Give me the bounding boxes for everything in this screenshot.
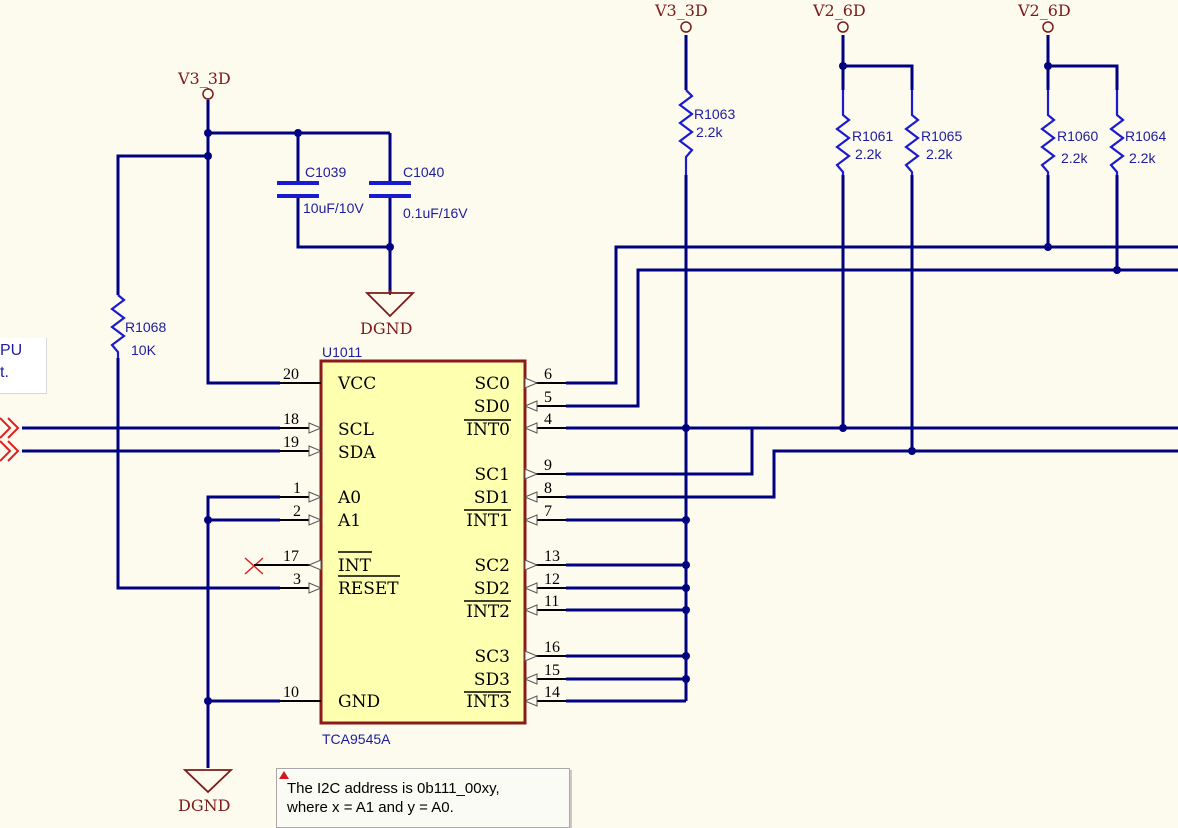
pin-number-int3: 14 xyxy=(544,684,560,701)
power-label-v33-left: V3_3D xyxy=(177,69,231,88)
ic-right-pin-names: SC0 SD0 INT0 SC1 SD1 INT1 SC2 SD2 INT2 S… xyxy=(464,374,511,712)
resistor-r1065-ref: R1065 xyxy=(921,128,962,144)
power-label-v33-right: V3_3D xyxy=(654,1,708,20)
capacitor-c1040-ref: C1040 xyxy=(403,164,444,180)
pin-number-int0: 4 xyxy=(544,411,552,428)
ic-part: TCA9545A xyxy=(322,731,391,747)
pin-name-vcc: VCC xyxy=(337,374,376,394)
resistor-r1063: R1063 2.2k xyxy=(678,89,735,175)
pin-name-sd1: SD1 xyxy=(474,488,510,508)
resistor-r1060-ref: R1060 xyxy=(1057,128,1098,144)
pin-number-sc2: 13 xyxy=(544,548,560,565)
pin-name-a0: A0 xyxy=(337,488,361,508)
pin-name-sc3: SC3 xyxy=(475,647,510,667)
pin-name-reset: RESET xyxy=(338,579,399,599)
resistor-r1068-ref: R1068 xyxy=(125,319,166,335)
resistor-r1063-ref: R1063 xyxy=(694,106,735,122)
power-label-v26-b: V2_6D xyxy=(1017,1,1071,20)
resistor-r1060-value: 2.2k xyxy=(1061,150,1088,166)
resistor-r1064-value: 2.2k xyxy=(1129,150,1156,166)
pin-number-scl: 18 xyxy=(283,411,299,428)
pin-name-int3: INT3 xyxy=(466,692,510,712)
pin-number-sd0: 5 xyxy=(544,389,552,406)
pin-name-int0: INT0 xyxy=(466,420,510,440)
ground-symbol-top: DGND xyxy=(360,290,416,338)
ic-body xyxy=(319,359,527,725)
pin-name-sda: SDA xyxy=(338,443,376,463)
pin-number-sd1: 8 xyxy=(544,480,552,497)
pin-number-int1: 7 xyxy=(544,503,552,520)
design-note: The I2C address is 0b111_00xy, where x =… xyxy=(276,768,570,828)
junctions xyxy=(204,62,1121,705)
resistor-r1064-ref: R1064 xyxy=(1125,128,1166,144)
resistor-r1063-value: 2.2k xyxy=(696,124,723,140)
ic-left-pin-numbers: 20 18 19 1 2 17 3 10 xyxy=(283,366,301,701)
pin-name-int: INT xyxy=(338,556,372,576)
power-v26-a: V2_6D xyxy=(812,1,866,33)
offpage-connector-arrows xyxy=(0,417,20,462)
pin-number-gnd: 10 xyxy=(283,684,299,701)
pin-name-sd0: SD0 xyxy=(474,397,510,417)
ground-label-top: DGND xyxy=(360,319,412,338)
pin-number-sc1: 9 xyxy=(544,457,552,474)
ic-left-pin-names: VCC SCL SDA A0 A1 INT RESET GND xyxy=(337,374,400,712)
resistor-r1061-value: 2.2k xyxy=(855,146,882,162)
resistor-r1068: R1068 10K xyxy=(110,294,166,358)
capacitor-c1040: C1040 0.1uF/16V xyxy=(369,164,468,221)
pin-number-int: 17 xyxy=(283,548,299,565)
resistor-r1065: R1065 2.2k xyxy=(904,90,962,175)
pin-number-sda: 19 xyxy=(283,434,299,451)
no-connect-marker xyxy=(244,557,280,575)
ground-label-bottom: DGND xyxy=(178,796,230,815)
note-line2: where x = A1 and y = A0. xyxy=(287,799,454,816)
pin-name-scl: SCL xyxy=(338,420,374,440)
capacitor-c1039-ref: C1039 xyxy=(305,164,346,180)
pin-name-sd3: SD3 xyxy=(474,670,510,690)
pin-name-gnd: GND xyxy=(338,692,380,712)
resistor-r1061: R1061 2.2k xyxy=(835,90,893,175)
power-label-v26-a: V2_6D xyxy=(812,1,866,20)
resistor-r1068-value: 10K xyxy=(131,342,157,358)
pin-name-int1: INT1 xyxy=(466,511,510,531)
ic-ref: U1011 xyxy=(322,344,362,360)
pin-number-a1: 2 xyxy=(293,503,301,520)
capacitor-c1039-value: 10uF/10V xyxy=(303,200,364,216)
pin-name-int2: INT2 xyxy=(466,602,510,622)
ic-u1011: U1011 TCA9545A xyxy=(280,344,566,747)
resistor-r1061-ref: R1061 xyxy=(852,128,893,144)
capacitor-c1040-value: 0.1uF/16V xyxy=(403,205,468,221)
note-indicator-icon xyxy=(279,771,289,779)
power-v33-left: V3_3D xyxy=(177,69,231,100)
resistor-r1060: R1060 2.2k xyxy=(1040,90,1098,175)
note-line1: The I2C address is 0b111_00xy, xyxy=(287,780,500,797)
pin-name-sd2: SD2 xyxy=(474,579,510,599)
resistor-r1065-value: 2.2k xyxy=(926,146,953,162)
pin-number-vcc: 20 xyxy=(283,366,299,383)
resistor-r1064: R1064 2.2k xyxy=(1109,90,1166,175)
pin-name-a1: A1 xyxy=(337,511,361,531)
pin-name-sc1: SC1 xyxy=(475,465,510,485)
capacitor-c1039: C1039 10uF/10V xyxy=(277,164,364,216)
ic-right-pin-numbers: 6 5 4 9 8 7 13 12 11 16 15 14 xyxy=(544,366,560,701)
wires xyxy=(22,35,1178,768)
offpage-label-line1: PU xyxy=(0,342,23,359)
pin-number-sd3: 15 xyxy=(544,662,560,679)
power-v26-b: V2_6D xyxy=(1017,1,1071,33)
pin-number-int2: 11 xyxy=(544,593,559,610)
pin-number-sd2: 12 xyxy=(544,571,560,588)
power-v33-right: V3_3D xyxy=(654,1,708,33)
offpage-label-fragment: PU t. xyxy=(0,338,47,394)
ic-left-pin-arrows xyxy=(307,422,323,594)
offpage-label-line2: t. xyxy=(0,364,9,381)
pin-name-sc2: SC2 xyxy=(475,556,510,576)
pin-number-sc0: 6 xyxy=(544,366,552,383)
ground-symbol-bottom: DGND xyxy=(178,769,234,815)
pin-number-reset: 3 xyxy=(293,571,301,588)
pin-name-sc0: SC0 xyxy=(475,374,510,394)
pin-number-a0: 1 xyxy=(293,480,301,497)
ic-right-pin-arrows xyxy=(523,377,539,707)
pin-number-sc3: 16 xyxy=(544,639,560,656)
